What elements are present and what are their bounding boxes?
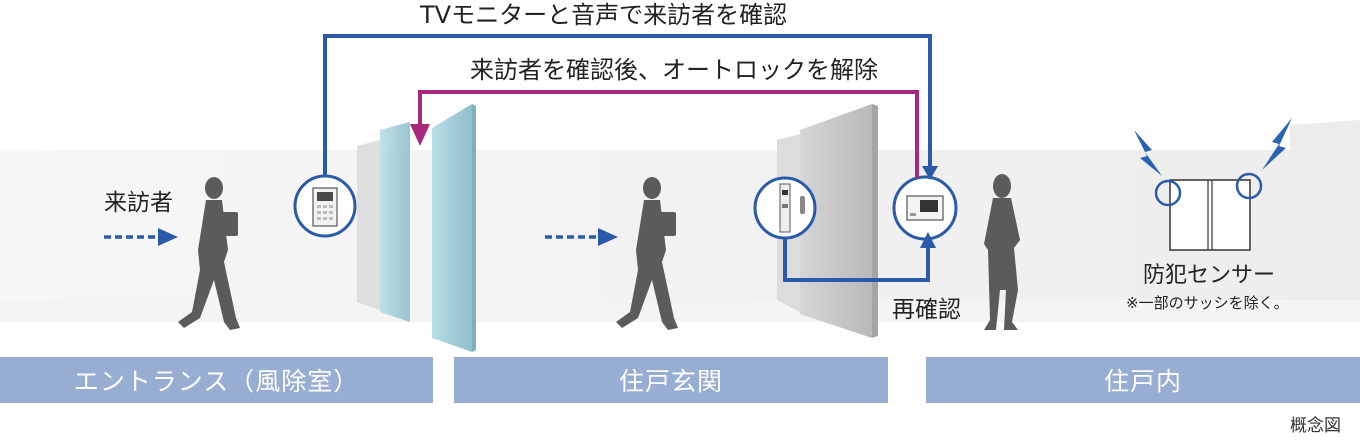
visitor-approach-arrow-2 [545,228,618,246]
visitor-silhouette-2 [616,177,678,330]
sensor-title: 防犯センサー [1143,263,1276,288]
zone-entrance: エントランス（風除室） [0,357,433,403]
visitor-label: 来訪者 [104,190,173,216]
reconfirm-label: 再確認 [892,297,961,323]
sensor-note: ※一部のサッシを除く。 [1126,294,1289,312]
indoor-monitor-icon [892,175,958,241]
visitor-silhouette [178,177,240,330]
zone-unit-entrance: 住戸玄関 [454,357,888,403]
reconfirm-flow-line [783,238,930,282]
window-sensor-icon [1154,172,1263,251]
visitor-approach-arrow [104,228,178,246]
resident-silhouette [984,174,1020,330]
entrance-glass-doors [357,104,476,352]
unlock-flow-label: 来訪者を確認後、オートロックを解除 [470,56,878,84]
concept-note: 概念図 [1290,416,1341,436]
lightning-icon [1134,118,1292,176]
zone-unit-interior: 住戸内 [926,357,1360,403]
entrance-intercom-icon [293,174,357,238]
arrow-icon [922,166,938,180]
arrow-icon [410,124,430,146]
tv-monitor-flow-line [323,34,932,176]
tv-monitor-flow-label: TVモニターと音声で来訪者を確認 [420,1,788,29]
door-intercom-icon [753,176,817,240]
unlock-flow-line [418,90,919,178]
arrow-icon [920,232,936,248]
